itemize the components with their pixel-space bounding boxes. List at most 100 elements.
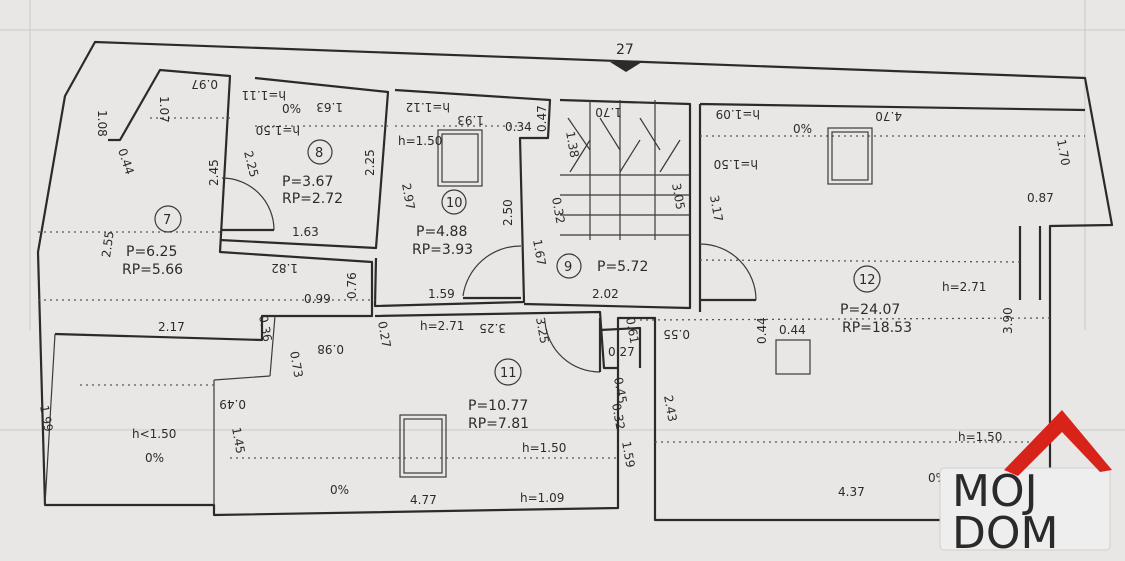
- dimension-label: 0.34: [505, 120, 532, 134]
- dimension-label: 2.25: [363, 149, 377, 176]
- room-7-usable: RP=5.66: [122, 262, 183, 278]
- room-9-number: 9: [564, 260, 572, 275]
- dimension-label: 0.99: [304, 292, 331, 306]
- stair-walls: [523, 98, 692, 310]
- paper-grid: [0, 0, 1125, 431]
- room-10-usable: RP=3.93: [412, 242, 473, 258]
- dimension-label: 3.17: [707, 194, 725, 223]
- dimension-labels: 1.08 0.97 1.07 0.44 2.45 2.55 1.82 0.76 …: [37, 77, 1072, 507]
- dimension-label: 0.49: [219, 397, 246, 411]
- dimension-label: 2.17: [158, 320, 185, 334]
- room-11-walls: [374, 310, 642, 370]
- inner-wall-left: [54, 68, 374, 342]
- house-roof-icon: [1004, 410, 1112, 476]
- dimension-label: 1.07: [157, 96, 171, 123]
- dimension-label: 2.45: [207, 159, 221, 186]
- logo-line-2: DOM: [952, 508, 1058, 559]
- dimension-label: 0%: [282, 102, 301, 116]
- dimension-label: h=1.50: [522, 441, 566, 455]
- room-11-usable: RP=7.81: [468, 416, 529, 432]
- dimension-label: h=1.50: [714, 157, 758, 171]
- section-marker-label: 27: [616, 42, 634, 58]
- dimension-label: 2.55: [99, 230, 117, 258]
- skylights: [399, 127, 873, 478]
- room-8-walls: [219, 76, 390, 250]
- dimension-label: 2.43: [661, 394, 679, 423]
- dimension-label: 1.70: [595, 105, 622, 119]
- dimension-label: h=1.50: [398, 134, 442, 148]
- room-areas: P=3.67 RP=2.72 P=6.25 RP=5.66 P=4.88 RP=…: [122, 174, 912, 432]
- height-lines: [38, 117, 1085, 459]
- dimension-label: 1.59: [619, 440, 637, 469]
- dimension-label: h=2.71: [942, 280, 986, 294]
- dimension-label: 0%: [330, 483, 349, 497]
- dimension-label: 3.05: [669, 182, 687, 211]
- room-12-number: 12: [859, 273, 876, 288]
- room-8-area: P=3.67: [282, 174, 333, 190]
- room-10-area: P=4.88: [416, 224, 467, 240]
- dimension-label: 1.99: [37, 404, 55, 433]
- dimension-label: 0.44: [115, 147, 137, 177]
- dimension-label: h=2.71: [420, 319, 464, 333]
- dimension-label: 4.37: [838, 485, 865, 499]
- dimension-label: 0.36: [256, 314, 274, 343]
- dimension-label: h=1.50: [256, 123, 300, 137]
- dimension-label: 3.25: [479, 321, 506, 335]
- room-labels: 8 7 10 9 11 12: [154, 139, 881, 386]
- dimension-label: 3.25: [533, 316, 551, 345]
- dimension-label: h=1.12: [406, 100, 450, 114]
- dimension-label: h=1.09: [716, 107, 760, 121]
- dimension-label: 2.50: [501, 199, 515, 226]
- dimension-label: 0.27: [375, 320, 393, 349]
- room-8-usable: RP=2.72: [282, 191, 343, 207]
- dimension-label: 1.70: [1054, 138, 1072, 167]
- room-8-number: 8: [315, 146, 323, 161]
- dimension-label: 0.98: [317, 342, 344, 356]
- section-marker: 27: [610, 42, 642, 72]
- room-10-number: 10: [446, 196, 463, 211]
- moj-dom-logo: MOJ DOM: [939, 410, 1112, 559]
- room-11-number: 11: [500, 366, 517, 381]
- stairs: [560, 100, 690, 240]
- dimension-label: 1.38: [563, 130, 581, 159]
- dimension-label: 0.73: [287, 350, 305, 379]
- room-9-area: P=5.72: [597, 259, 648, 275]
- dimension-label: h=1.09: [520, 491, 564, 505]
- dimension-label: 0.97: [191, 77, 218, 91]
- dimension-label: 0.87: [1027, 191, 1054, 205]
- dimension-label: h=1.11: [242, 88, 286, 102]
- room-12-usable: RP=18.53: [842, 320, 912, 336]
- dimension-label: 1.82: [271, 261, 298, 275]
- dimension-label: 0.32: [549, 196, 567, 225]
- logo-line-1: MOJ: [952, 466, 1038, 517]
- dimension-label: 0.76: [345, 272, 359, 299]
- dimension-label: h<1.50: [132, 427, 176, 441]
- room-10-walls: [373, 88, 552, 308]
- dimension-label: 1.08: [95, 110, 109, 137]
- inner-lines: [44, 315, 276, 506]
- dimension-label: 0.27: [608, 345, 635, 359]
- dimension-label: 4.77: [410, 493, 437, 507]
- dimension-label: 0.55: [663, 327, 690, 341]
- doors: [221, 177, 757, 373]
- dimension-label: 2.02: [592, 287, 619, 301]
- dimension-label: h=1.50: [958, 430, 1002, 444]
- dimension-label: 1.93: [457, 113, 484, 127]
- room-7-number: 7: [163, 213, 171, 228]
- dimension-label: 2.97: [399, 182, 417, 211]
- dimension-label: 1.59: [428, 287, 455, 301]
- room-7-area: P=6.25: [126, 244, 177, 260]
- room-12-walls: [698, 102, 1086, 312]
- dimension-label: 1.63: [316, 100, 343, 114]
- dimension-label: 4.70: [875, 109, 902, 123]
- outer-wall: [36, 40, 1114, 522]
- dimension-label: 1.63: [292, 225, 319, 239]
- room-11-area: P=10.77: [468, 398, 528, 414]
- dimension-label: 3.90: [1001, 307, 1015, 334]
- dimension-label: 0.47: [535, 105, 549, 132]
- dimension-label: 1.45: [229, 426, 247, 455]
- dimension-label: 0%: [145, 451, 164, 465]
- dimension-label: 1.67: [530, 238, 548, 267]
